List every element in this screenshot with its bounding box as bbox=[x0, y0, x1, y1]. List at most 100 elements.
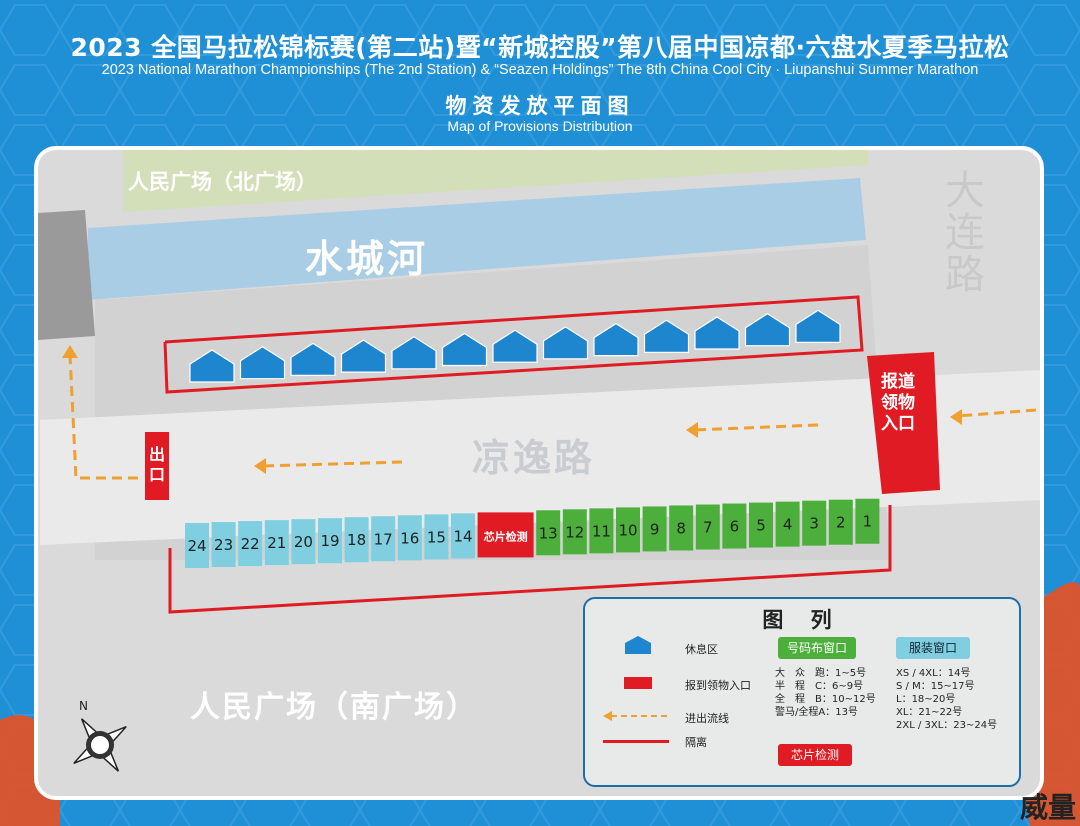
barrier-legend-icon bbox=[603, 740, 669, 743]
legend-flow: 进出流线 bbox=[685, 712, 729, 725]
booth-label: 3 bbox=[809, 515, 819, 533]
rest-tent bbox=[340, 339, 387, 373]
booth-label: 14 bbox=[453, 527, 472, 545]
compass-icon bbox=[73, 718, 127, 772]
rest-tent bbox=[441, 332, 488, 367]
booth bbox=[424, 514, 449, 560]
clothes-list-item: S / M：15~17号 bbox=[896, 681, 975, 692]
bib-list-item: 警马/全程A：13号 bbox=[775, 707, 858, 718]
booth bbox=[749, 502, 773, 548]
booth bbox=[642, 506, 667, 552]
rest-tent bbox=[694, 316, 740, 350]
booth bbox=[669, 505, 694, 551]
booth-label: 13 bbox=[539, 524, 558, 542]
north-barrier bbox=[163, 295, 864, 394]
booth-label: 16 bbox=[400, 529, 419, 547]
chip-check-pill: 芯片检测 bbox=[778, 744, 852, 766]
entrance-legend-icon bbox=[624, 677, 652, 689]
north-plaza-label: 人民广场（北广场） bbox=[128, 170, 317, 194]
main-title-zh: 2023 全国马拉松锦标赛(第二站)暨“新城控股”第八届中国凉都·六盘水夏季马拉… bbox=[70, 33, 1010, 62]
rest-tent bbox=[643, 319, 690, 353]
flow-legend-icon bbox=[603, 711, 671, 721]
exit-block bbox=[145, 432, 169, 500]
booth bbox=[828, 499, 853, 545]
booth bbox=[722, 503, 747, 549]
booth-label: 4 bbox=[783, 516, 793, 534]
booth bbox=[695, 504, 720, 550]
legend-barrier: 隔离 bbox=[685, 736, 707, 749]
east-road-label: 大连路 bbox=[945, 168, 985, 298]
rest-tent bbox=[290, 342, 336, 376]
compass-n-label: N bbox=[79, 699, 88, 713]
booth-label: 9 bbox=[650, 520, 660, 538]
clothes-list-item: 2XL / 3XL：23~24号 bbox=[896, 720, 998, 731]
bib-window-pill: 号码布窗口 bbox=[778, 637, 856, 659]
booth-label: 8 bbox=[676, 519, 686, 537]
river-area bbox=[88, 178, 866, 300]
clothes-list-item: XS / 4XL：14号 bbox=[896, 668, 971, 679]
booth bbox=[397, 515, 422, 561]
road-label: 凉逸路 bbox=[472, 436, 596, 480]
legend-rest-area: 休息区 bbox=[685, 643, 718, 656]
tent-legend-icon bbox=[625, 636, 651, 654]
main-title-en: 2023 National Marathon Championships (Th… bbox=[101, 62, 979, 78]
booth bbox=[318, 518, 342, 564]
booth-label: 5 bbox=[756, 517, 766, 535]
rest-tent bbox=[744, 312, 791, 347]
rest-tent bbox=[492, 329, 538, 363]
bib-list-item: 半 程 C：6~9号 bbox=[775, 681, 864, 692]
booth-label: 7 bbox=[703, 519, 713, 537]
clothes-list: XS / 4XL：14号 S / M：15~17号 L：18~20号 XL：21… bbox=[896, 667, 997, 732]
booth bbox=[238, 521, 263, 567]
booth-label: 11 bbox=[592, 522, 611, 540]
rest-tent bbox=[593, 322, 639, 357]
booth bbox=[562, 509, 587, 555]
south-barrier bbox=[168, 505, 892, 614]
booth-label: 21 bbox=[267, 534, 286, 552]
river-label: 水城河 bbox=[305, 237, 429, 281]
booth bbox=[536, 510, 561, 556]
rest-tents bbox=[189, 309, 841, 383]
booth-label: 18 bbox=[347, 531, 366, 549]
bib-list-item: 大 众 跑：1~5号 bbox=[775, 668, 867, 679]
building-block bbox=[38, 210, 95, 340]
clothes-list-item: L：18~20号 bbox=[896, 694, 956, 705]
booth-label: 6 bbox=[730, 518, 740, 536]
flow-lines bbox=[68, 354, 1037, 480]
south-plaza-label: 人民广场（南广场） bbox=[190, 690, 478, 725]
flow-arrowheads bbox=[62, 345, 962, 474]
booth bbox=[775, 501, 800, 547]
booth bbox=[589, 508, 614, 554]
booth-label: 1 bbox=[863, 513, 873, 531]
bib-list: 大 众 跑：1~5号 半 程 C：6~9号 全 程 B：10~12号 警马/全程… bbox=[775, 667, 876, 719]
booth bbox=[264, 520, 289, 566]
subtitle-en: Map of Provisions Distribution bbox=[447, 118, 633, 134]
watermark: 威量 bbox=[1019, 791, 1076, 824]
booth-label: 15 bbox=[427, 528, 446, 546]
rest-tent bbox=[795, 309, 841, 343]
booth-label: 2 bbox=[836, 514, 846, 532]
booth bbox=[477, 512, 534, 558]
booth-label: 22 bbox=[241, 535, 260, 553]
legend-entrance: 报到领物入口 bbox=[685, 679, 751, 692]
bib-list-item: 全 程 B：10~12号 bbox=[775, 694, 876, 705]
booth bbox=[185, 523, 209, 568]
entrance-block bbox=[867, 352, 940, 494]
booth bbox=[451, 513, 475, 559]
booth-label: 23 bbox=[214, 536, 233, 554]
booth-label: 芯片检测 bbox=[484, 529, 528, 543]
clothes-window-pill: 服装窗口 bbox=[896, 637, 970, 659]
subtitle-zh: 物资发放平面图 bbox=[445, 94, 635, 118]
rest-tent bbox=[391, 336, 437, 370]
booth-label: 19 bbox=[320, 532, 339, 550]
legend-title: 图 列 bbox=[762, 608, 842, 632]
booth-label: 10 bbox=[618, 521, 637, 539]
road-area bbox=[40, 370, 1040, 545]
booth-label: 12 bbox=[565, 523, 584, 541]
booth bbox=[371, 516, 396, 562]
rest-tent bbox=[189, 349, 235, 383]
booth bbox=[344, 517, 369, 563]
booth-label: 24 bbox=[187, 537, 206, 555]
booth bbox=[291, 519, 316, 565]
